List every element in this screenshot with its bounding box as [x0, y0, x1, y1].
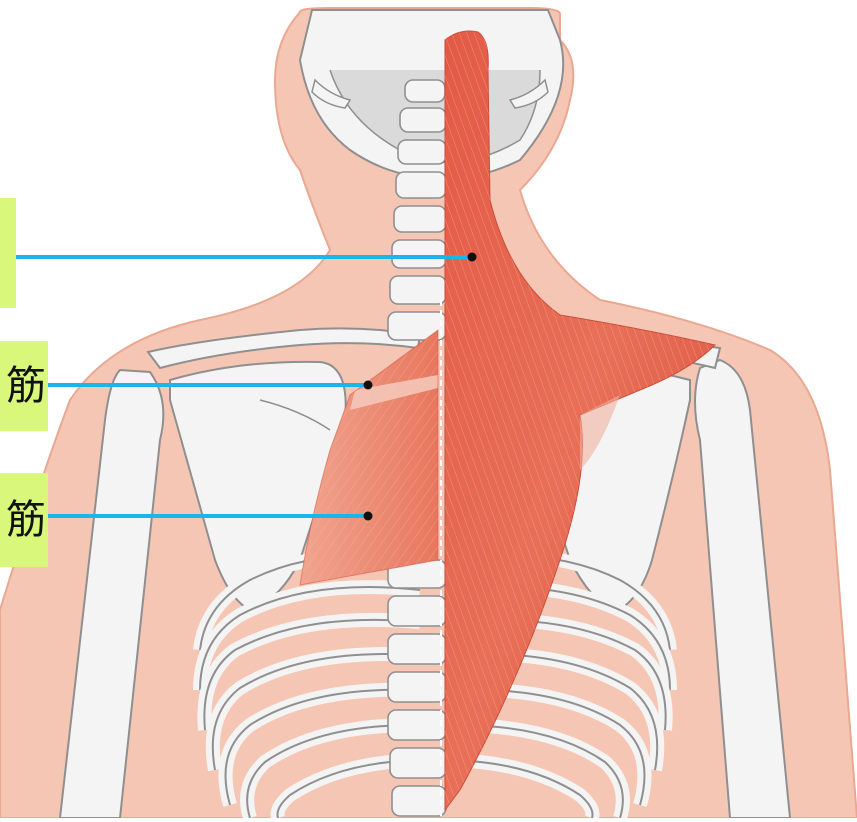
leader-dot-1: [468, 253, 477, 262]
label-text-3: 筋: [6, 500, 48, 540]
leader-dot-3: [364, 512, 373, 521]
label-box-1: [0, 198, 16, 308]
label-text-2: 筋: [6, 366, 48, 406]
label-box-2: 筋: [0, 341, 48, 431]
label-box-3: 筋: [0, 473, 48, 567]
leader-dot-2: [364, 381, 373, 390]
